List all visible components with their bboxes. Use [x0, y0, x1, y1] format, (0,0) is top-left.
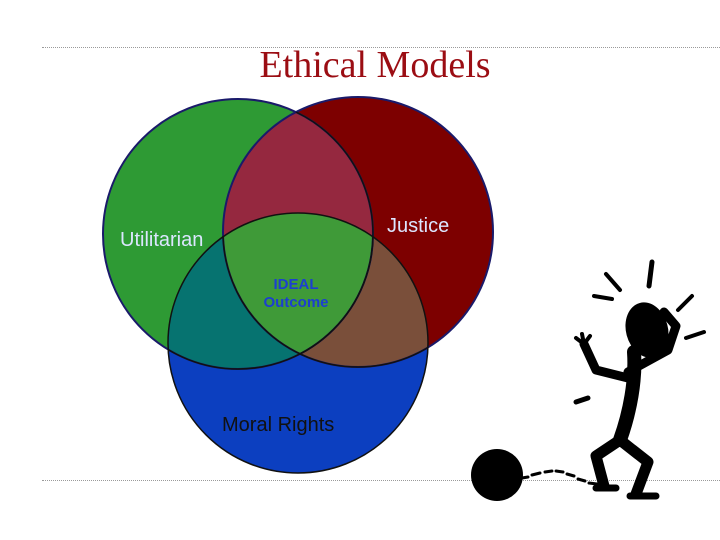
chain-links: [522, 471, 597, 484]
ball-and-chain-icon: [471, 449, 523, 501]
